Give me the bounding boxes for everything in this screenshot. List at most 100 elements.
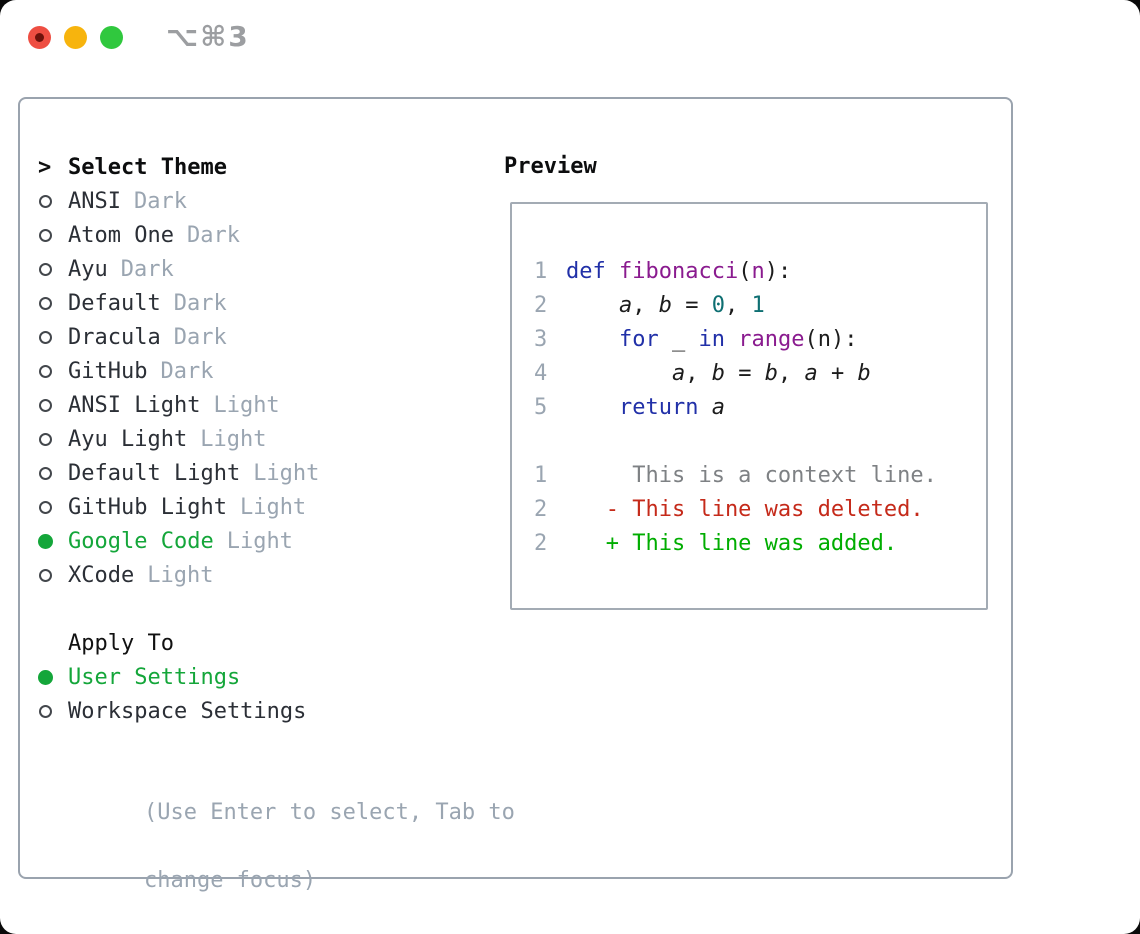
- radio-selected-icon[interactable]: [38, 533, 68, 549]
- code-line: 2 + This line was added.: [534, 526, 986, 560]
- theme-variant-tag: Dark: [173, 290, 227, 316]
- help-line-1: (Use Enter to select, Tab to: [143, 800, 515, 825]
- radio-icon[interactable]: [38, 704, 68, 718]
- theme-variant-tag: Light: [226, 528, 293, 554]
- radio-icon[interactable]: [38, 568, 68, 582]
- line-number: 2: [534, 496, 548, 522]
- radio-icon[interactable]: [38, 296, 68, 310]
- radio-icon[interactable]: [38, 228, 68, 242]
- code-line: 4 a, b = b, a + b: [534, 356, 986, 390]
- theme-option[interactable]: XCode Light: [38, 558, 488, 592]
- minimize-button[interactable]: [64, 26, 87, 49]
- circle-glyph: [39, 262, 52, 276]
- line-number: 1: [534, 462, 548, 488]
- radio-icon[interactable]: [38, 194, 68, 208]
- apply-to-option[interactable]: Workspace Settings: [38, 694, 488, 728]
- apply-to-title: Apply To: [68, 630, 174, 656]
- line-number: 5: [534, 394, 548, 420]
- spacer: [38, 728, 488, 762]
- radio-icon[interactable]: [38, 466, 68, 480]
- theme-option[interactable]: GitHub Light Light: [38, 490, 488, 524]
- theme-option[interactable]: ANSI Dark: [38, 184, 488, 218]
- radio-icon[interactable]: [38, 330, 68, 344]
- apply-to-option[interactable]: User Settings: [38, 660, 488, 694]
- theme-variant-tag: Light: [253, 460, 320, 486]
- line-number: 4: [534, 360, 548, 386]
- theme-variant-tag: Dark: [160, 358, 214, 384]
- code-line: 3 for _ in range(n):: [534, 322, 986, 356]
- select-theme-title: Select Theme: [68, 154, 227, 180]
- circle-glyph: [39, 432, 52, 446]
- radio-icon[interactable]: [38, 500, 68, 514]
- circle-glyph: [39, 398, 52, 412]
- cursor-marker: >: [38, 154, 52, 180]
- line-number: 2: [534, 530, 548, 556]
- option-label: Ayu Light: [68, 426, 188, 452]
- circle-glyph: [38, 669, 53, 685]
- theme-variant-tag: Light: [200, 426, 267, 452]
- apply-to-header: Apply To: [38, 626, 488, 660]
- circle-glyph: [39, 466, 52, 480]
- radio-icon[interactable]: [38, 398, 68, 412]
- code-text: - This line was deleted.: [566, 496, 924, 522]
- option-label: Default Light: [68, 460, 241, 486]
- theme-option[interactable]: GitHub Dark: [38, 354, 488, 388]
- circle-glyph: [39, 330, 52, 344]
- circle-glyph: [39, 568, 52, 582]
- radio-selected-icon[interactable]: [38, 669, 68, 685]
- titlebar: ⌥⌘3: [0, 0, 1140, 76]
- theme-variant-tag: Light: [239, 494, 307, 520]
- theme-variant-tag: Dark: [173, 324, 227, 350]
- line-number: 1: [534, 258, 548, 284]
- line-number: 3: [534, 326, 548, 352]
- radio-icon[interactable]: [38, 364, 68, 378]
- theme-option[interactable]: Google Code Light: [38, 524, 488, 558]
- option-label: XCode: [68, 562, 135, 588]
- option-label: Workspace Settings: [68, 698, 307, 724]
- option-label: ANSI Light: [68, 392, 201, 418]
- option-label: GitHub: [68, 358, 148, 384]
- theme-option[interactable]: ANSI Light Light: [38, 388, 488, 422]
- code-text: return a: [618, 394, 725, 420]
- theme-variant-tag: Light: [147, 562, 214, 588]
- option-label: Atom One: [68, 222, 174, 248]
- option-label: Dracula: [68, 324, 161, 350]
- theme-variant-tag: Dark: [120, 256, 174, 282]
- select-theme-header: > Select Theme: [38, 150, 488, 184]
- circle-glyph: [39, 704, 52, 718]
- circle-glyph: [38, 533, 53, 549]
- preview-title: Preview: [504, 154, 597, 179]
- circle-glyph: [39, 194, 52, 208]
- window-title: ⌥⌘3: [166, 20, 250, 53]
- circle-glyph: [39, 364, 52, 378]
- option-label: GitHub Light: [68, 494, 227, 520]
- theme-option[interactable]: Default Light Light: [38, 456, 488, 490]
- option-label: ANSI: [68, 188, 121, 214]
- help-line-2: change focus): [143, 868, 317, 893]
- code-text: for _ in range(n):: [618, 326, 858, 352]
- theme-variant-tag: Light: [213, 392, 280, 418]
- radio-icon[interactable]: [38, 262, 68, 276]
- code-text: This is a context line.: [566, 462, 937, 488]
- theme-variant-tag: Dark: [133, 188, 187, 214]
- theme-option[interactable]: Ayu Dark: [38, 252, 488, 286]
- code-text: a, b = b, a + b: [671, 360, 871, 386]
- theme-option[interactable]: Ayu Light Light: [38, 422, 488, 456]
- theme-option[interactable]: Dracula Dark: [38, 320, 488, 354]
- help-text: (Use Enter to select, Tab to change focu…: [38, 762, 515, 932]
- radio-icon[interactable]: [38, 432, 68, 446]
- option-label: Google Code: [68, 528, 214, 554]
- spacer: [38, 592, 488, 626]
- option-label: Ayu: [68, 256, 108, 282]
- close-button[interactable]: [28, 26, 51, 49]
- zoom-button[interactable]: [100, 26, 123, 49]
- code-line: 2 a, b = 0, 1: [534, 288, 986, 322]
